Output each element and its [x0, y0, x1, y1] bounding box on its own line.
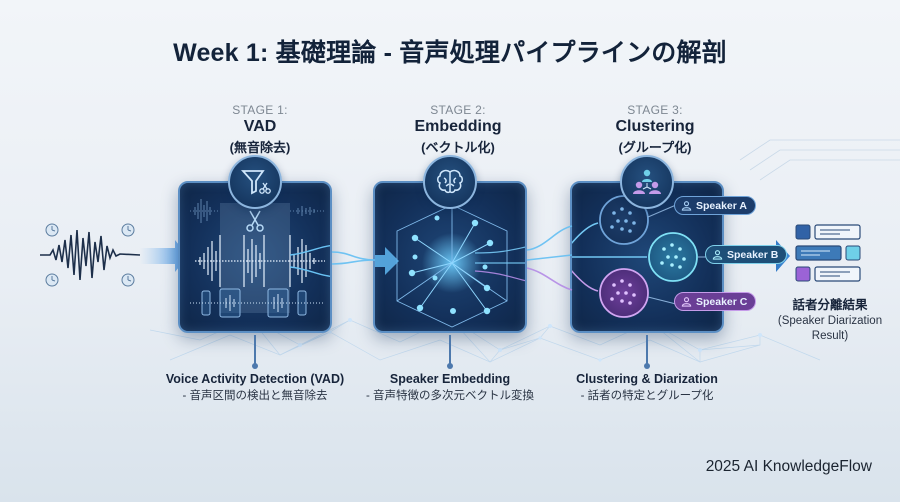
- speaker-c-label: Speaker C: [674, 292, 757, 311]
- stage-number: STAGE 2:: [430, 103, 486, 117]
- stage-subtitle: (ベクトル化): [421, 140, 495, 155]
- caption-subtitle: - 音声特徴の多次元ベクトル変換: [365, 390, 535, 402]
- stage-1-caption: Voice Activity Detection (VAD) - 音声区間の検出…: [145, 372, 365, 403]
- caption-title: Speaker Embedding: [389, 372, 511, 386]
- person-icon: [681, 201, 692, 211]
- stage-2-header: STAGE 2: Embedding (ベクトル化): [358, 103, 558, 156]
- stage-subtitle: (無音除去): [229, 140, 291, 155]
- group-people-icon: [620, 155, 674, 209]
- speaker-label: Speaker C: [696, 295, 748, 308]
- page-title: Week 1: 基礎理論 - 音声処理パイプラインの解剖: [173, 39, 727, 67]
- caption-title: Voice Activity Detection (VAD): [165, 372, 345, 386]
- vad-waveform-visual: [190, 199, 330, 318]
- stage-number: STAGE 3:: [627, 103, 683, 117]
- stage-1-connector-dot: [252, 363, 258, 369]
- stage-3-connector-dot: [644, 363, 650, 369]
- audio-waveform-icon: [40, 229, 141, 281]
- cluster-speaker-b: [648, 232, 698, 282]
- speaker-a-label: Speaker A: [674, 196, 756, 215]
- stage-1-connector: [254, 335, 256, 365]
- person-icon: [681, 297, 692, 307]
- speaker-b-label: Speaker B: [705, 245, 788, 264]
- embedding-cube-visual: [375, 204, 525, 328]
- clustering-visual: [572, 195, 708, 318]
- footer-credit: 2025 AI KnowledgeFlow: [705, 458, 872, 475]
- stage-2-connector-dot: [447, 363, 453, 369]
- stage-number: STAGE 1:: [232, 103, 288, 117]
- result-subtitle-line1: (Speaker Diarization: [777, 315, 883, 327]
- cluster-speaker-c: [599, 268, 649, 318]
- stage-2-connector: [449, 335, 451, 365]
- caption-title: Clustering & Diarization: [576, 372, 718, 386]
- stage-2-caption: Speaker Embedding - 音声特徴の多次元ベクトル変換: [340, 372, 560, 403]
- result-title: 話者分離結果: [792, 298, 868, 312]
- diarization-result: 話者分離結果 (Speaker Diarization Result): [770, 222, 890, 343]
- stage-name: VAD: [243, 118, 277, 135]
- result-subtitle-line2: Result): [811, 330, 849, 342]
- diarization-result-list-icon: [795, 224, 861, 282]
- scissors-icon: [246, 210, 264, 232]
- stage-3-connector: [646, 335, 648, 365]
- person-icon: [712, 250, 723, 260]
- stage-subtitle: (グループ化): [618, 140, 692, 155]
- funnel-scissors-icon: [228, 155, 282, 209]
- speaker-label: Speaker A: [696, 199, 747, 212]
- stage-3-caption: Clustering & Diarization - 話者の特定とグループ化: [537, 372, 757, 403]
- stage-name: Embedding: [414, 118, 502, 135]
- stage-3-header: STAGE 3: Clustering (グループ化): [555, 103, 755, 156]
- brain-icon: [423, 155, 477, 209]
- speaker-label: Speaker B: [727, 248, 779, 261]
- clustering-stage-card: [570, 181, 724, 333]
- caption-subtitle: - 音声区間の検出と無音除去: [182, 390, 328, 402]
- stage-1-header: STAGE 1: VAD (無音除去): [160, 103, 360, 156]
- stage-name: Clustering: [615, 118, 695, 135]
- clock-icon: [45, 223, 135, 287]
- caption-subtitle: - 話者の特定とグループ化: [580, 390, 714, 402]
